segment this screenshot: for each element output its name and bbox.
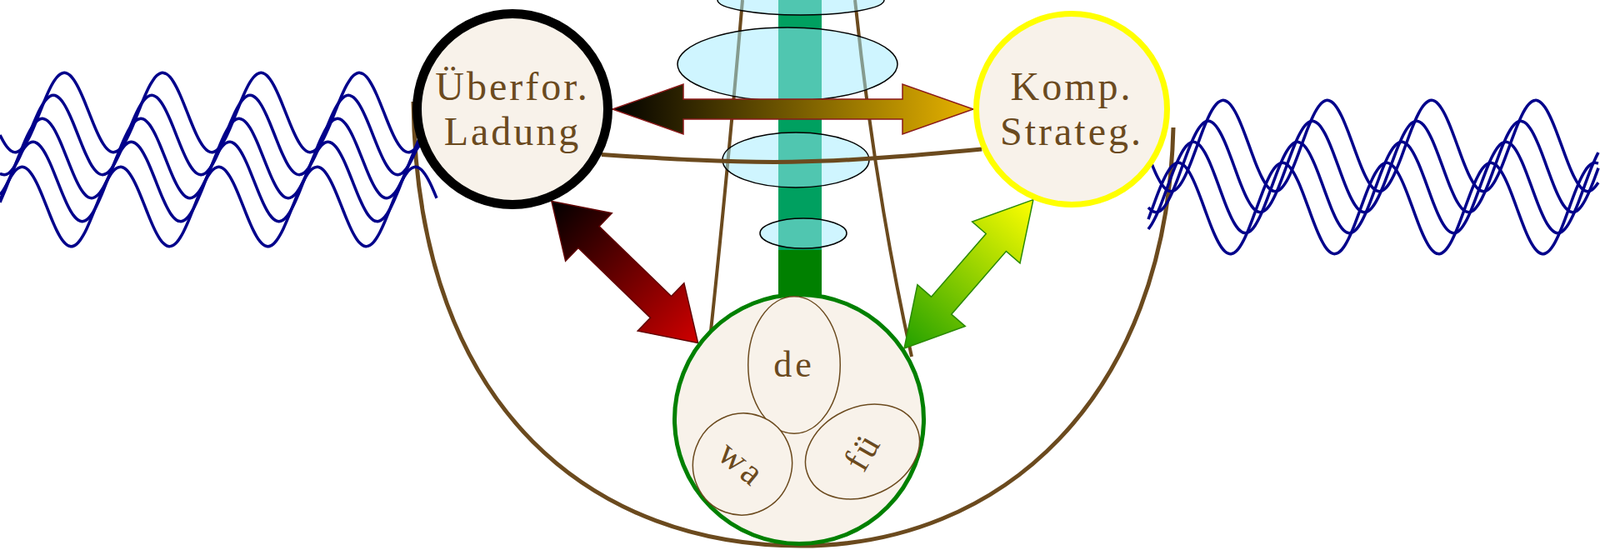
- wave-line: [1148, 141, 1599, 233]
- wave-line: [1148, 120, 1599, 212]
- node-outline: [748, 296, 841, 435]
- wave-line: [0, 118, 434, 198]
- double-arrow: [551, 200, 699, 343]
- cyan-disc: [677, 27, 898, 101]
- part-ellipse: wa: [692, 412, 793, 516]
- node-label: Überfor. Ladung: [427, 64, 599, 155]
- double-arrow: [612, 84, 974, 135]
- group-circle: de wafü: [672, 292, 926, 546]
- cyan-disc: [717, 0, 885, 15]
- cyan-disc: [760, 218, 847, 249]
- wave-line: [0, 141, 424, 221]
- circle-node: Überfor. Ladung: [412, 9, 613, 210]
- wave-line: [0, 72, 437, 152]
- node-outline: [976, 14, 1168, 205]
- node-outline: [417, 14, 609, 205]
- connector-line: [601, 149, 982, 162]
- wave-line: [0, 166, 437, 246]
- node-label: Komp. Strateg.: [986, 64, 1158, 155]
- double-arrow: [904, 200, 1034, 349]
- circle-node: Komp. Strateg.: [973, 10, 1170, 208]
- wave-line: [1148, 162, 1599, 254]
- node-label: de: [773, 344, 815, 385]
- part-ellipse: fü: [802, 406, 923, 497]
- part-ellipse: de: [747, 295, 841, 435]
- wave-group: [0, 72, 1599, 254]
- node-outline: [790, 386, 935, 518]
- node-outline: [678, 399, 806, 530]
